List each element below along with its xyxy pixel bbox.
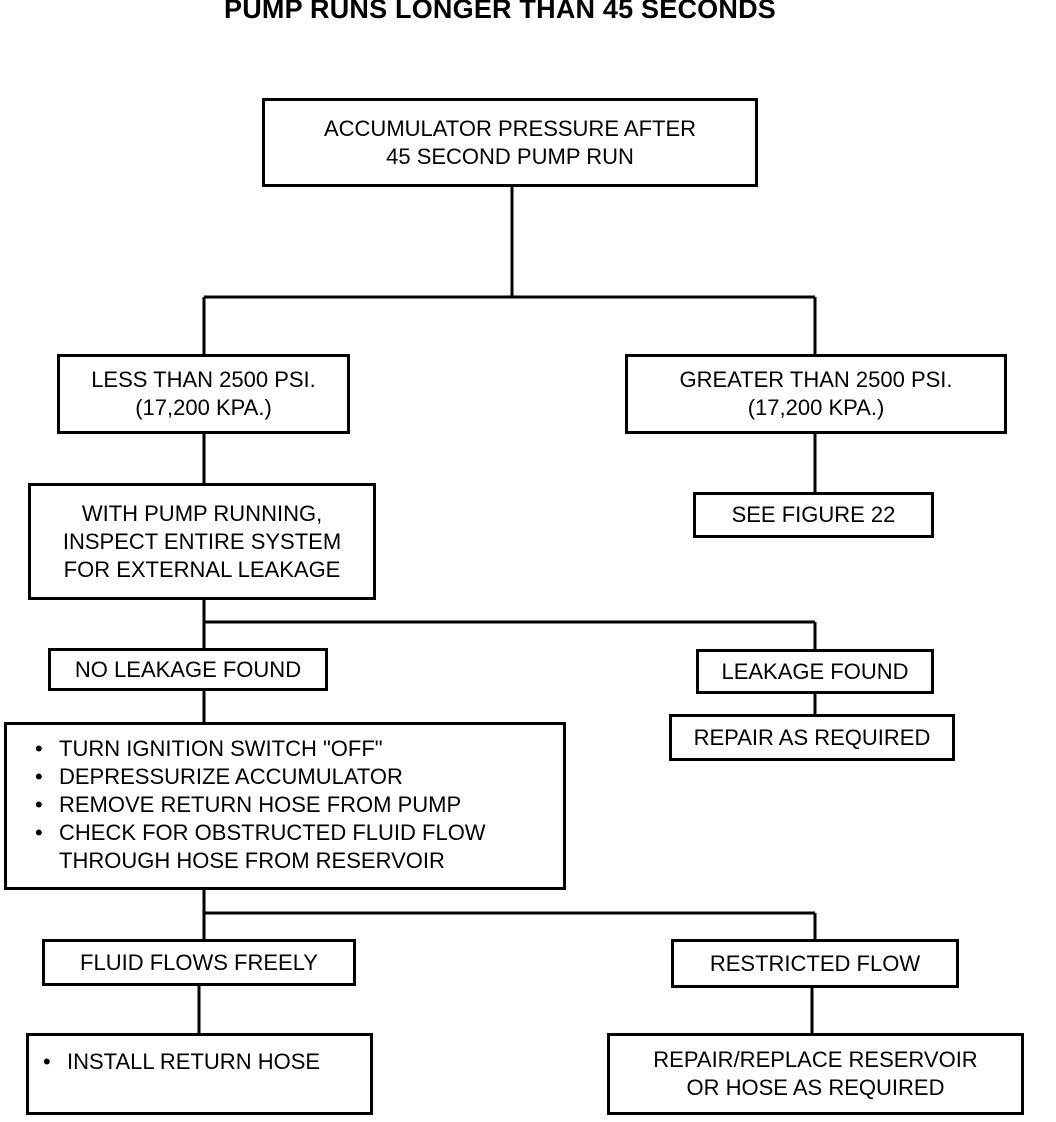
node-greater-than-2500: GREATER THAN 2500 PSI. (17,200 KPA.) (625, 354, 1007, 434)
node-repair-as-required: REPAIR AS REQUIRED (669, 714, 955, 761)
checklist-item: • REMOVE RETURN HOSE FROM PUMP (33, 791, 461, 819)
node-restricted-flow: RESTRICTED FLOW (671, 939, 959, 988)
bullet-icon: • (43, 1049, 51, 1074)
diagram-title: PUMP RUNS LONGER THAN 45 SECONDS (224, 0, 776, 24)
node-no-leakage-found: NO LEAKAGE FOUND (48, 648, 328, 691)
bullet-icon: • (35, 820, 43, 845)
node-text: LEAKAGE FOUND (721, 658, 909, 684)
node-see-figure: SEE FIGURE 22 (693, 492, 934, 538)
bullet-icon: • (35, 736, 43, 761)
install-item-text: INSTALL RETURN HOSE (67, 1049, 321, 1074)
node-text: (17,200 KPA.) (747, 395, 885, 420)
checklist-item-text: TURN IGNITION SWITCH "OFF" (59, 736, 383, 761)
node-less-than-2500: LESS THAN 2500 PSI. (17,200 KPA.) (57, 354, 350, 434)
node-install-return-hose: • INSTALL RETURN HOSE (26, 1033, 373, 1115)
bullet-icon: • (35, 764, 43, 789)
node-text: WITH PUMP RUNNING, (81, 500, 323, 526)
node-text: GREATER THAN 2500 PSI. (679, 367, 953, 392)
checklist-item-text: CHECK FOR OBSTRUCTED FLUID FLOW (59, 820, 486, 845)
node-text: (17,200 KPA.) (135, 395, 272, 420)
node-text: REPAIR/REPLACE RESERVOIR (653, 1047, 978, 1072)
checklist-item-continuation: THROUGH HOSE FROM RESERVOIR (59, 848, 445, 873)
checklist-item: • DEPRESSURIZE ACCUMULATOR (33, 763, 403, 791)
node-leakage-found: LEAKAGE FOUND (696, 649, 934, 694)
checklist-item: • CHECK FOR OBSTRUCTED FLUID FLOW (33, 819, 486, 847)
node-text: 45 SECOND PUMP RUN (386, 143, 634, 169)
node-fluid-flows-freely: FLUID FLOWS FREELY (42, 939, 356, 986)
checklist-item-text: DEPRESSURIZE ACCUMULATOR (59, 764, 403, 789)
node-checklist: • TURN IGNITION SWITCH "OFF" • DEPRESSUR… (4, 722, 566, 890)
node-repair-replace-reservoir: REPAIR/REPLACE RESERVOIR OR HOSE AS REQU… (607, 1033, 1024, 1115)
node-text: REPAIR AS REQUIRED (693, 724, 931, 750)
node-text: RESTRICTED FLOW (709, 950, 921, 976)
bullet-icon: • (35, 792, 43, 817)
node-text: NO LEAKAGE FOUND (74, 656, 302, 682)
node-text: FLUID FLOWS FREELY (80, 949, 318, 975)
node-text: INSPECT ENTIRE SYSTEM (62, 528, 342, 554)
node-inspect-system: WITH PUMP RUNNING, INSPECT ENTIRE SYSTEM… (28, 483, 376, 600)
node-text: LESS THAN 2500 PSI. (91, 367, 316, 392)
node-text: FOR EXTERNAL LEAKAGE (63, 556, 341, 582)
node-text: OR HOSE AS REQUIRED (686, 1075, 945, 1100)
install-item: • INSTALL RETURN HOSE (41, 1048, 320, 1076)
node-accumulator-pressure: ACCUMULATOR PRESSURE AFTER 45 SECOND PUM… (262, 98, 758, 187)
node-text: ACCUMULATOR PRESSURE AFTER (323, 115, 697, 141)
checklist-item-text: REMOVE RETURN HOSE FROM PUMP (59, 792, 462, 817)
node-text: SEE FIGURE 22 (731, 502, 896, 527)
checklist-item: • TURN IGNITION SWITCH "OFF" (33, 735, 383, 763)
